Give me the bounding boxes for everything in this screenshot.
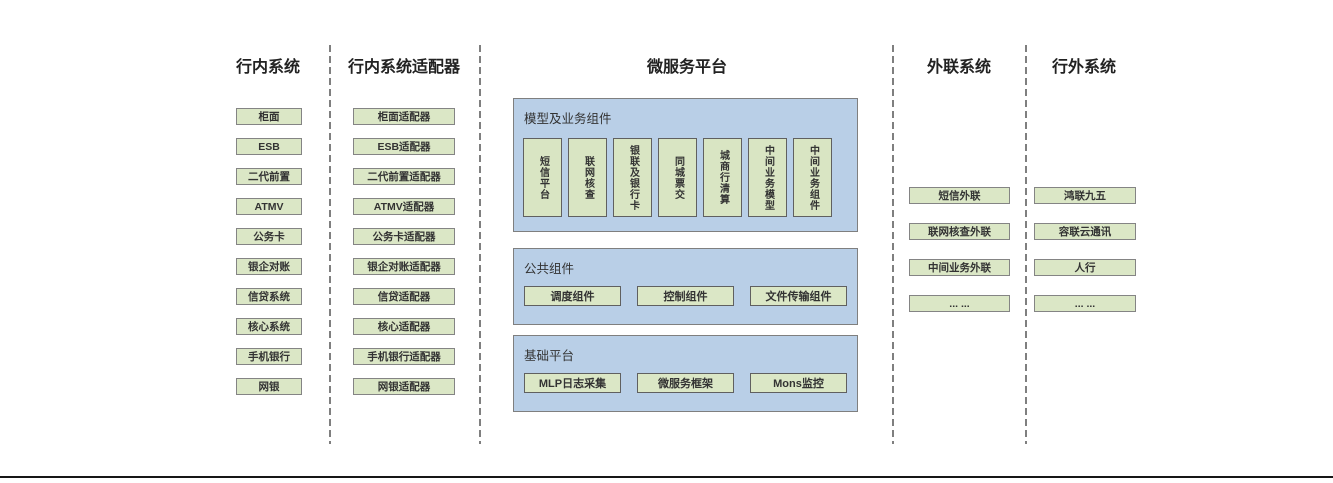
internal-system-box: ESB [236,138,302,155]
panel-label: 基础平台 [524,349,575,363]
adapter-box: ATMV适配器 [353,198,455,215]
model-business-components-panel: 模型及业务组件 短信平台 联网核查 银联及银行卡 同城票交 城商行清算 中间业务… [513,98,858,232]
common-component-box: 文件传输组件 [750,286,847,306]
adapter-box: 柜面适配器 [353,108,455,125]
internal-system-box: 公务卡 [236,228,302,245]
internal-system-box: 网银 [236,378,302,395]
adapter-box: 二代前置适配器 [353,168,455,185]
common-components-row: 调度组件 控制组件 文件传输组件 [524,286,847,306]
panel-label: 模型及业务组件 [524,112,612,126]
external-link-systems-list: 短信外联 联网核查外联 中间业务外联 ... ... [909,187,1010,312]
model-components-row: 短信平台 联网核查 银联及银行卡 同城票交 城商行清算 中间业务模型 中间业务组… [523,138,832,217]
common-component-box: 控制组件 [637,286,734,306]
outside-system-box: 鸿联九五 [1034,187,1136,204]
model-component-box: 联网核查 [568,138,607,217]
outside-system-box: 人行 [1034,259,1136,276]
external-link-box: ... ... [909,295,1010,312]
internal-system-box: 银企对账 [236,258,302,275]
adapters-list: 柜面适配器 ESB适配器 二代前置适配器 ATMV适配器 公务卡适配器 银企对账… [353,108,455,395]
adapter-box: ESB适配器 [353,138,455,155]
column-separator [329,45,331,444]
column-separator [892,45,894,444]
common-component-box: 调度组件 [524,286,621,306]
internal-system-box: 核心系统 [236,318,302,335]
outside-system-box: ... ... [1034,295,1136,312]
base-platform-box: Mons监控 [750,373,847,393]
base-platform-box: MLP日志采集 [524,373,621,393]
column-title-internal-adapters: 行内系统适配器 [347,59,460,76]
internal-system-box: 信贷系统 [236,288,302,305]
common-components-panel: 公共组件 调度组件 控制组件 文件传输组件 [513,248,858,325]
model-component-box: 城商行清算 [703,138,742,217]
bottom-rule [0,476,1333,478]
model-component-box: 同城票交 [658,138,697,217]
external-link-box: 联网核查外联 [909,223,1010,240]
outside-systems-list: 鸿联九五 容联云通讯 人行 ... ... [1034,187,1136,312]
external-link-box: 中间业务外联 [909,259,1010,276]
adapter-box: 信贷适配器 [353,288,455,305]
base-platform-row: MLP日志采集 微服务框架 Mons监控 [524,373,847,393]
panel-label: 公共组件 [524,262,575,276]
column-separator [1025,45,1027,444]
adapter-box: 核心适配器 [353,318,455,335]
column-title-internal-systems: 行内系统 [235,59,300,76]
column-title-external-link-systems: 外联系统 [926,59,991,76]
internal-system-box: ATMV [236,198,302,215]
adapter-box: 网银适配器 [353,378,455,395]
adapter-box: 银企对账适配器 [353,258,455,275]
model-component-box: 中间业务模型 [748,138,787,217]
base-platform-panel: 基础平台 MLP日志采集 微服务框架 Mons监控 [513,335,858,412]
internal-system-box: 柜面 [236,108,302,125]
adapter-box: 手机银行适配器 [353,348,455,365]
column-separator [479,45,481,444]
internal-systems-list: 柜面 ESB 二代前置 ATMV 公务卡 银企对账 信贷系统 核心系统 手机银行… [236,108,302,395]
column-title-microservice-platform: 微服务平台 [646,59,727,76]
outside-system-box: 容联云通讯 [1034,223,1136,240]
model-component-box: 银联及银行卡 [613,138,652,217]
model-component-box: 中间业务组件 [793,138,832,217]
column-title-outside-systems: 行外系统 [1051,59,1116,76]
internal-system-box: 手机银行 [236,348,302,365]
external-link-box: 短信外联 [909,187,1010,204]
base-platform-box: 微服务框架 [637,373,734,393]
internal-system-box: 二代前置 [236,168,302,185]
adapter-box: 公务卡适配器 [353,228,455,245]
model-component-box: 短信平台 [523,138,562,217]
